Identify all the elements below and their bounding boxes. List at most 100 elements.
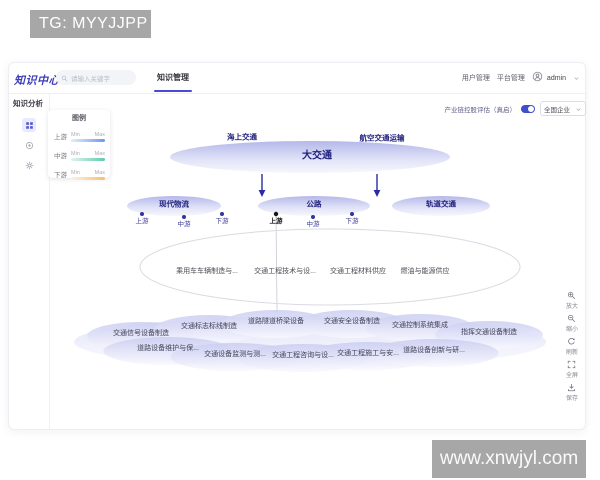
stream-dot-label[interactable]: 上游	[135, 218, 149, 225]
search-box[interactable]: 请输入关键字	[56, 70, 136, 85]
group-outline-ellipse	[139, 228, 521, 306]
menu-user-management[interactable]: 用户管理	[461, 75, 490, 82]
legend-max: Max	[94, 151, 105, 157]
satellite-node-label[interactable]: 航空交通运输	[359, 133, 405, 143]
sidebar-tool-target[interactable]	[22, 138, 36, 152]
tier-node-ellipse[interactable]	[127, 196, 221, 216]
legend-max: Max	[94, 132, 105, 138]
root-node-ellipse[interactable]	[170, 141, 450, 173]
refresh-icon	[568, 338, 576, 345]
legend-max: Max	[94, 170, 105, 176]
cluster-node-label[interactable]: 道路隧道桥梁设备	[248, 318, 304, 325]
evaluation-toggle-label: 产业链控股评估（真启）	[444, 106, 517, 114]
mid-node-label[interactable]: 乘用车车辆制造与...	[176, 268, 238, 275]
cluster-node-label[interactable]: 交通工程施工与安...	[337, 350, 399, 357]
mid-node-label[interactable]: 交通工程材料供应	[330, 268, 386, 275]
gear-icon	[25, 161, 33, 169]
search-placeholder: 请输入关键字	[71, 75, 110, 83]
evaluation-toggle[interactable]	[521, 104, 535, 113]
target-icon	[25, 141, 33, 149]
mid-node-label[interactable]: 交通工程技术与设...	[254, 268, 316, 275]
cluster-node-label[interactable]: 交通标志标线制造	[181, 323, 237, 330]
tool-fullscreen[interactable]: 全屏	[566, 360, 578, 379]
tier-node-label[interactable]: 公路	[306, 199, 322, 209]
cluster-node-label[interactable]: 指挥交通设备制造	[461, 329, 517, 336]
cluster-node-label[interactable]: 交通设备监测与测...	[204, 351, 266, 358]
app-logo[interactable]: 知识中心	[14, 75, 60, 87]
legend-min: Min	[71, 132, 80, 138]
cluster-node-label[interactable]: 交通控制系统集成	[392, 322, 448, 329]
cluster-node-label[interactable]: 交通信号设备制造	[113, 330, 169, 337]
stream-dot[interactable]	[220, 212, 224, 216]
sidebar-tools	[9, 118, 49, 172]
tier-node-label[interactable]: 轨道交通	[426, 199, 456, 209]
root-node-label[interactable]: 大交通	[302, 150, 332, 162]
chevron-down-icon[interactable]	[573, 69, 580, 87]
cluster-node-ellipse[interactable]	[369, 339, 499, 367]
avatar-icon[interactable]	[532, 71, 543, 82]
region-select[interactable]: 全国企业	[540, 101, 586, 116]
avatar-icon[interactable]	[532, 69, 543, 87]
sidebar-tool-gear[interactable]	[22, 158, 36, 172]
chevron-down-icon[interactable]	[573, 75, 580, 82]
graph-toolbar: 放大缩小刷新全屏保存	[559, 291, 585, 402]
sidebar-title: 知识分析	[13, 99, 43, 108]
cluster-node-label[interactable]: 交通安全设备制造	[324, 318, 380, 325]
tool-save[interactable]: 保存	[566, 383, 578, 402]
legend-gradient-bar	[71, 177, 105, 180]
region-select-value: 全国企业	[544, 106, 570, 114]
root-arrows	[261, 174, 378, 191]
stream-dot[interactable]	[350, 212, 354, 216]
tier-node-label[interactable]: 现代物流	[159, 199, 189, 209]
connector-line	[275, 215, 278, 313]
app-header: 知识中心 请输入关键字 知识管理 用户管理 平台管理 admin	[9, 63, 585, 94]
username[interactable]: admin	[546, 74, 566, 82]
stream-dot[interactable]	[311, 215, 315, 219]
stream-dot-label[interactable]: 下游	[345, 218, 359, 225]
tier-node-ellipse[interactable]	[258, 196, 370, 216]
menu-platform-management[interactable]: 平台管理	[496, 75, 525, 82]
cluster-node-label[interactable]: 道路设备创新与研...	[403, 347, 465, 354]
stream-dot[interactable]	[182, 215, 186, 219]
satellite-node-label[interactable]: 海上交通	[227, 132, 257, 142]
tool-label: 保存	[565, 396, 578, 402]
sidebar-tool-list[interactable]	[22, 118, 36, 132]
cluster-node-ellipse[interactable]	[222, 310, 330, 338]
graph-svg	[74, 141, 546, 372]
tool-refresh[interactable]: 刷新	[566, 337, 578, 356]
stream-dot-label[interactable]: 中游	[306, 221, 320, 228]
legend-gradient-bar	[71, 139, 105, 142]
save-icon	[568, 383, 576, 392]
stream-dot[interactable]	[273, 211, 279, 217]
list-icon	[25, 121, 33, 129]
arrow-head-icon	[373, 190, 381, 197]
arrow-head-icon	[258, 190, 266, 197]
stream-dot-label[interactable]: 下游	[215, 218, 229, 225]
tier-node-ellipse[interactable]	[392, 196, 490, 216]
tool-zoom-out[interactable]: 缩小	[566, 314, 578, 333]
cluster-node-label[interactable]: 道路设备维护与保...	[137, 345, 199, 352]
tool-label: 刷新	[565, 350, 578, 356]
stream-dot-label[interactable]: 中游	[177, 221, 191, 228]
stream-dot[interactable]	[140, 212, 144, 216]
tab-knowledge-management[interactable]: 知识管理	[154, 63, 192, 92]
chevron-down-icon	[575, 100, 582, 118]
legend-row-label: 下游	[54, 172, 67, 179]
stream-dot-label[interactable]: 上游	[269, 218, 283, 225]
sidebar: 知识分析	[9, 93, 50, 429]
tool-label: 全屏	[565, 373, 578, 379]
legend-row-label: 上游	[54, 134, 67, 141]
cluster-node-label[interactable]: 交通工程咨询与设...	[272, 352, 334, 359]
zoom-in-icon	[568, 291, 576, 300]
legend-title: 图例	[72, 115, 86, 122]
legend-row: 上游 Min Max	[54, 127, 105, 142]
search-icon	[61, 75, 68, 81]
tool-zoom-in[interactable]: 放大	[566, 291, 578, 310]
mid-node-label[interactable]: 燃油与能源供应	[400, 268, 450, 275]
